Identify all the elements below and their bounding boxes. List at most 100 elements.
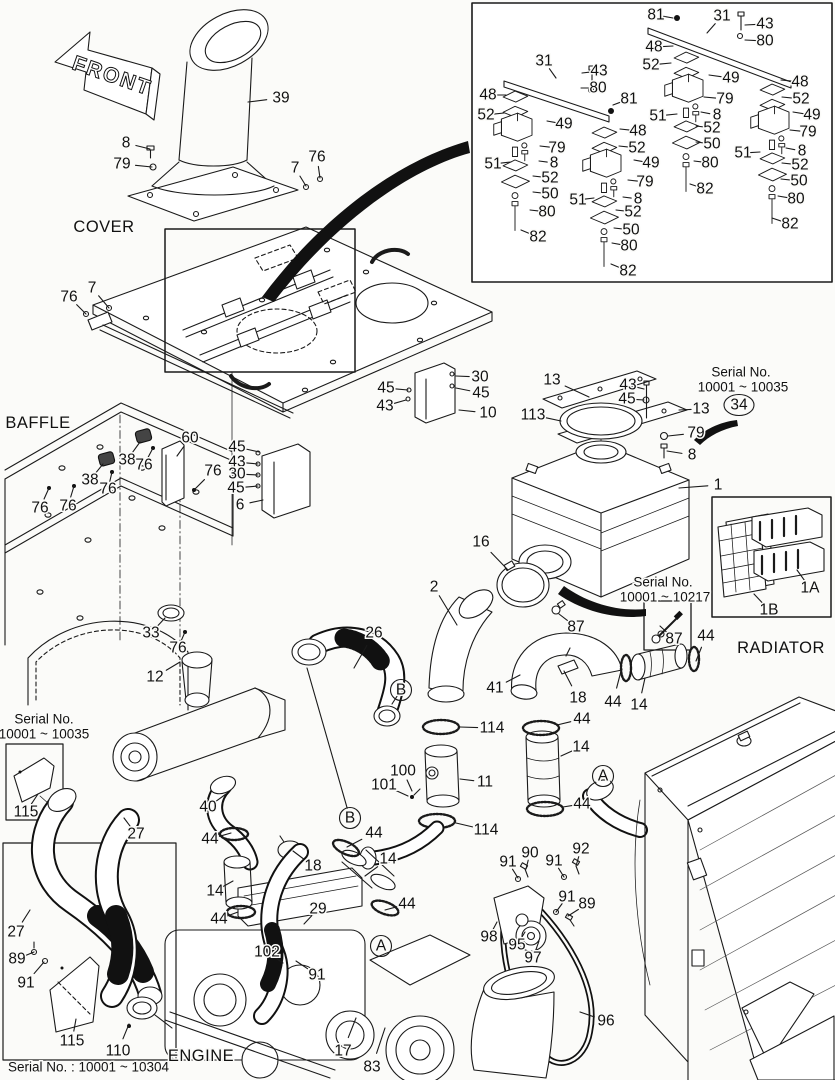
callout-8: 8 <box>666 445 698 465</box>
callout-8: 8 <box>700 105 723 125</box>
svg-text:27: 27 <box>7 924 24 941</box>
serial-number-text: 10001 ~ 10035 <box>0 725 91 743</box>
callout-48: 48 <box>644 37 674 57</box>
svg-text:13: 13 <box>692 401 709 418</box>
svg-text:82: 82 <box>529 229 546 246</box>
callout-10: 10 <box>458 403 498 423</box>
hoseA-art <box>582 779 648 838</box>
svg-text:43: 43 <box>376 398 393 415</box>
callout-89: 89 <box>7 949 35 969</box>
svg-text:49: 49 <box>555 116 572 133</box>
callout-91: 91 <box>295 960 327 985</box>
callout-14: 14 <box>629 677 649 715</box>
callout-43: 43 <box>227 452 259 472</box>
serial-number-text: Serial No. <box>13 710 75 728</box>
hose14R-art <box>619 643 701 683</box>
svg-text:81: 81 <box>647 7 664 24</box>
callout-44: 44 <box>556 709 592 729</box>
callout-81: 81 <box>646 5 674 25</box>
svg-text:8: 8 <box>122 135 131 152</box>
callout-98: 98 <box>479 921 499 947</box>
callout-8: 8 <box>785 141 808 161</box>
svg-text:44: 44 <box>365 825 383 842</box>
callout-45: 45 <box>617 389 645 409</box>
callout-79: 79 <box>667 423 706 443</box>
callout-76: 76 <box>58 485 78 516</box>
callout-76: 76 <box>168 631 188 658</box>
svg-text:51: 51 <box>734 145 751 162</box>
callout-12: 12 <box>145 661 181 687</box>
svg-text:52: 52 <box>791 157 808 174</box>
callout-76: 76 <box>30 487 50 518</box>
svg-text:79: 79 <box>548 140 565 157</box>
svg-text:101: 101 <box>371 777 397 794</box>
svg-text:115: 115 <box>60 1033 85 1050</box>
callout-79: 79 <box>703 89 735 109</box>
svg-text:100: 100 <box>390 763 416 780</box>
callout-38: 38 <box>117 441 141 470</box>
svg-text:113: 113 <box>521 407 546 424</box>
callout-95: 95 <box>507 931 527 955</box>
callout-110: 110 <box>104 1023 132 1061</box>
svg-text:45: 45 <box>618 391 635 408</box>
callout-80: 80 <box>693 153 720 173</box>
callout-49: 49 <box>708 68 741 88</box>
svg-text:14: 14 <box>572 739 590 756</box>
callout-102: 102 <box>253 942 284 964</box>
svg-text:1: 1 <box>714 477 723 494</box>
callout-7: 7 <box>289 158 307 187</box>
svg-text:41: 41 <box>486 680 503 697</box>
callout-50: 50 <box>613 220 641 240</box>
svg-text:95: 95 <box>508 937 525 954</box>
callout-43: 43 <box>581 61 609 81</box>
svg-text:14: 14 <box>206 883 224 900</box>
svg-text:102: 102 <box>254 944 280 961</box>
callout-76: 76 <box>134 447 154 475</box>
callout-8: 8 <box>622 189 644 209</box>
svg-text:98: 98 <box>480 929 497 946</box>
front-arrow-icon <box>54 31 161 121</box>
svg-text:76: 76 <box>308 149 325 166</box>
svg-text:48: 48 <box>645 39 662 56</box>
callout-30: 30 <box>455 367 490 387</box>
serial-number-text: 10001 ~ 10035 <box>696 378 789 396</box>
svg-text:51: 51 <box>569 192 586 209</box>
svg-text:110: 110 <box>106 1043 131 1060</box>
callout-76: 76 <box>193 461 223 491</box>
svg-text:10001 ~ 10217: 10001 ~ 10217 <box>620 590 710 605</box>
svg-text:91: 91 <box>17 975 34 992</box>
callout-44: 44 <box>346 823 384 848</box>
callout-80: 80 <box>529 202 557 222</box>
svg-text:43: 43 <box>228 454 245 471</box>
callout-6: 6 <box>234 495 264 515</box>
svg-text:80: 80 <box>787 191 805 208</box>
svg-text:14: 14 <box>379 851 397 868</box>
svg-text:80: 80 <box>756 33 774 50</box>
svg-text:49: 49 <box>642 155 659 172</box>
callout-80: 80 <box>744 31 775 51</box>
svg-text:Serial No. : 10001 ~ 10304: Serial No. : 10001 ~ 10304 <box>8 1060 169 1075</box>
callout-80: 80 <box>611 236 639 256</box>
svg-text:12: 12 <box>146 669 163 686</box>
bellows26-art <box>291 626 406 727</box>
svg-text:49: 49 <box>722 70 739 87</box>
svg-text:1B: 1B <box>760 602 779 619</box>
svg-text:44: 44 <box>398 896 416 913</box>
callout-96: 96 <box>579 1011 616 1031</box>
svg-text:91: 91 <box>545 853 562 870</box>
callout-27: 27 <box>6 909 31 942</box>
callout-100: 100 <box>389 761 418 792</box>
svg-text:76: 76 <box>135 457 152 474</box>
callout-31: 31 <box>534 51 557 79</box>
svg-text:44: 44 <box>604 694 622 711</box>
callout-50: 50 <box>532 184 560 204</box>
callout-1B: 1B <box>753 593 780 620</box>
circled-ref-B: B <box>306 667 362 830</box>
svg-text:92: 92 <box>572 841 589 858</box>
callout-50: 50 <box>780 171 809 191</box>
svg-text:79: 79 <box>687 425 704 442</box>
svg-text:48: 48 <box>791 74 808 91</box>
callout-1A: 1A <box>796 569 822 598</box>
svg-text:10: 10 <box>479 405 497 422</box>
svg-text:RADIATOR: RADIATOR <box>737 639 825 657</box>
